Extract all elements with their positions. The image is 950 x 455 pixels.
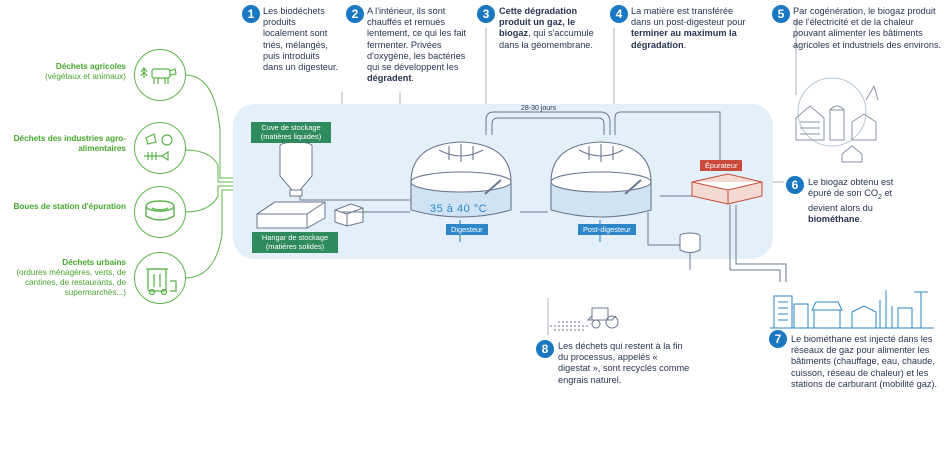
- digestate-tank: [679, 232, 701, 253]
- step-number: 8: [536, 340, 554, 358]
- step-6-text: Le biogaz obtenu est épuré de son CO2 et…: [808, 177, 918, 226]
- post-digesteur-label: Post-digesteur: [578, 224, 636, 235]
- agri-buildings-icon: [795, 77, 879, 163]
- tractor-cow-icon: [140, 67, 177, 84]
- step-number: 5: [772, 5, 790, 23]
- step-2-pre: A l'intérieur, ils sont chauffés et remu…: [367, 6, 467, 73]
- step-2-post: .: [411, 73, 414, 84]
- epurateur-label: Épurateur: [700, 160, 743, 171]
- source-title: Déchets urbains: [62, 258, 126, 267]
- step-2-bold: dégradent: [367, 73, 412, 84]
- source-title: Déchets agricoles: [55, 62, 126, 71]
- solid-hangar: [256, 201, 364, 229]
- step-6-mid: et devient alors du: [808, 188, 893, 214]
- source-circle-station: [134, 186, 186, 238]
- waste-bin-icon: [146, 268, 177, 296]
- step-6-bold: biométhane: [808, 214, 860, 225]
- step-3-text: Cette dégradation produit un gaz, le bio…: [499, 6, 595, 51]
- cuve-label: Cuve de stockage (matières liquides): [251, 122, 331, 144]
- step-6-sub: 2: [877, 194, 882, 202]
- source-label-station: Boues de station d'épuration: [8, 202, 127, 212]
- step-5-text: Par cogénération, le biogaz produit de l…: [793, 6, 942, 50]
- step-3-post: , qui s'accumule dans la géomembrane.: [499, 28, 594, 50]
- post-digester-tank: [550, 141, 652, 218]
- step-2-text: A l'intérieur, ils sont chauffés et remu…: [367, 6, 475, 84]
- step-4-post: .: [683, 39, 687, 50]
- step-number: 3: [477, 5, 495, 23]
- source-circle-agroalimentaire: [134, 122, 186, 174]
- temperature-label: 35 à 40 °C: [430, 203, 488, 215]
- step-7-text: Le biométhane est injecté dans les résea…: [791, 334, 938, 389]
- digester-tank: [410, 141, 512, 218]
- step-1-text: Les biodéchets produits localement sont …: [263, 6, 339, 73]
- step-number: 7: [769, 330, 787, 348]
- source-sub: (végétaux et animaux): [44, 72, 126, 81]
- source-label-urbain: Déchets urbains (ordures ménagères, vert…: [8, 258, 126, 298]
- source-title: Boues de station d'épuration: [13, 202, 127, 211]
- step-4-bold: terminer au maximum la dégradation: [631, 28, 737, 50]
- step-6-post: .: [859, 214, 863, 225]
- sludge-tank-icon: [145, 200, 175, 221]
- duration-label: 28-30 jours: [521, 105, 557, 112]
- step-number: 1: [242, 5, 260, 23]
- step-6-pre: Le biogaz obtenu est épuré de son CO: [808, 177, 894, 199]
- source-label-agroalimentaire: Déchets des industries agro-alimentaires: [8, 134, 126, 154]
- source-label-agricole: Déchets agricoles (végétaux et animaux): [8, 62, 126, 82]
- step-3-bold: Cette dégradation produit un gaz, le bio…: [499, 6, 578, 39]
- food-waste-icon: [144, 133, 173, 162]
- hangar-label: Hangar de stockage (matières solides): [252, 232, 338, 254]
- source-sub: (ordures ménagères, verts, de cantines, …: [16, 268, 126, 297]
- digesteur-label: Digesteur: [446, 224, 488, 235]
- purifier-unit: [691, 173, 763, 205]
- step-4-pre: La matière est transférée dans un post-d…: [631, 6, 746, 28]
- source-title: Déchets des industries agro-alimentaires: [13, 134, 126, 153]
- city-skyline-icon: [770, 290, 934, 329]
- liquid-tank: [279, 141, 313, 197]
- tractor-icon: [550, 307, 619, 331]
- step-4-text: La matière est transférée dans un post-d…: [631, 6, 749, 51]
- step-8-text: Les déchets qui restent à la fin du proc…: [558, 341, 690, 385]
- step-number: 2: [346, 5, 364, 23]
- step-number: 6: [786, 176, 804, 194]
- source-circle-agricole: [134, 49, 186, 101]
- step-number: 4: [610, 5, 628, 23]
